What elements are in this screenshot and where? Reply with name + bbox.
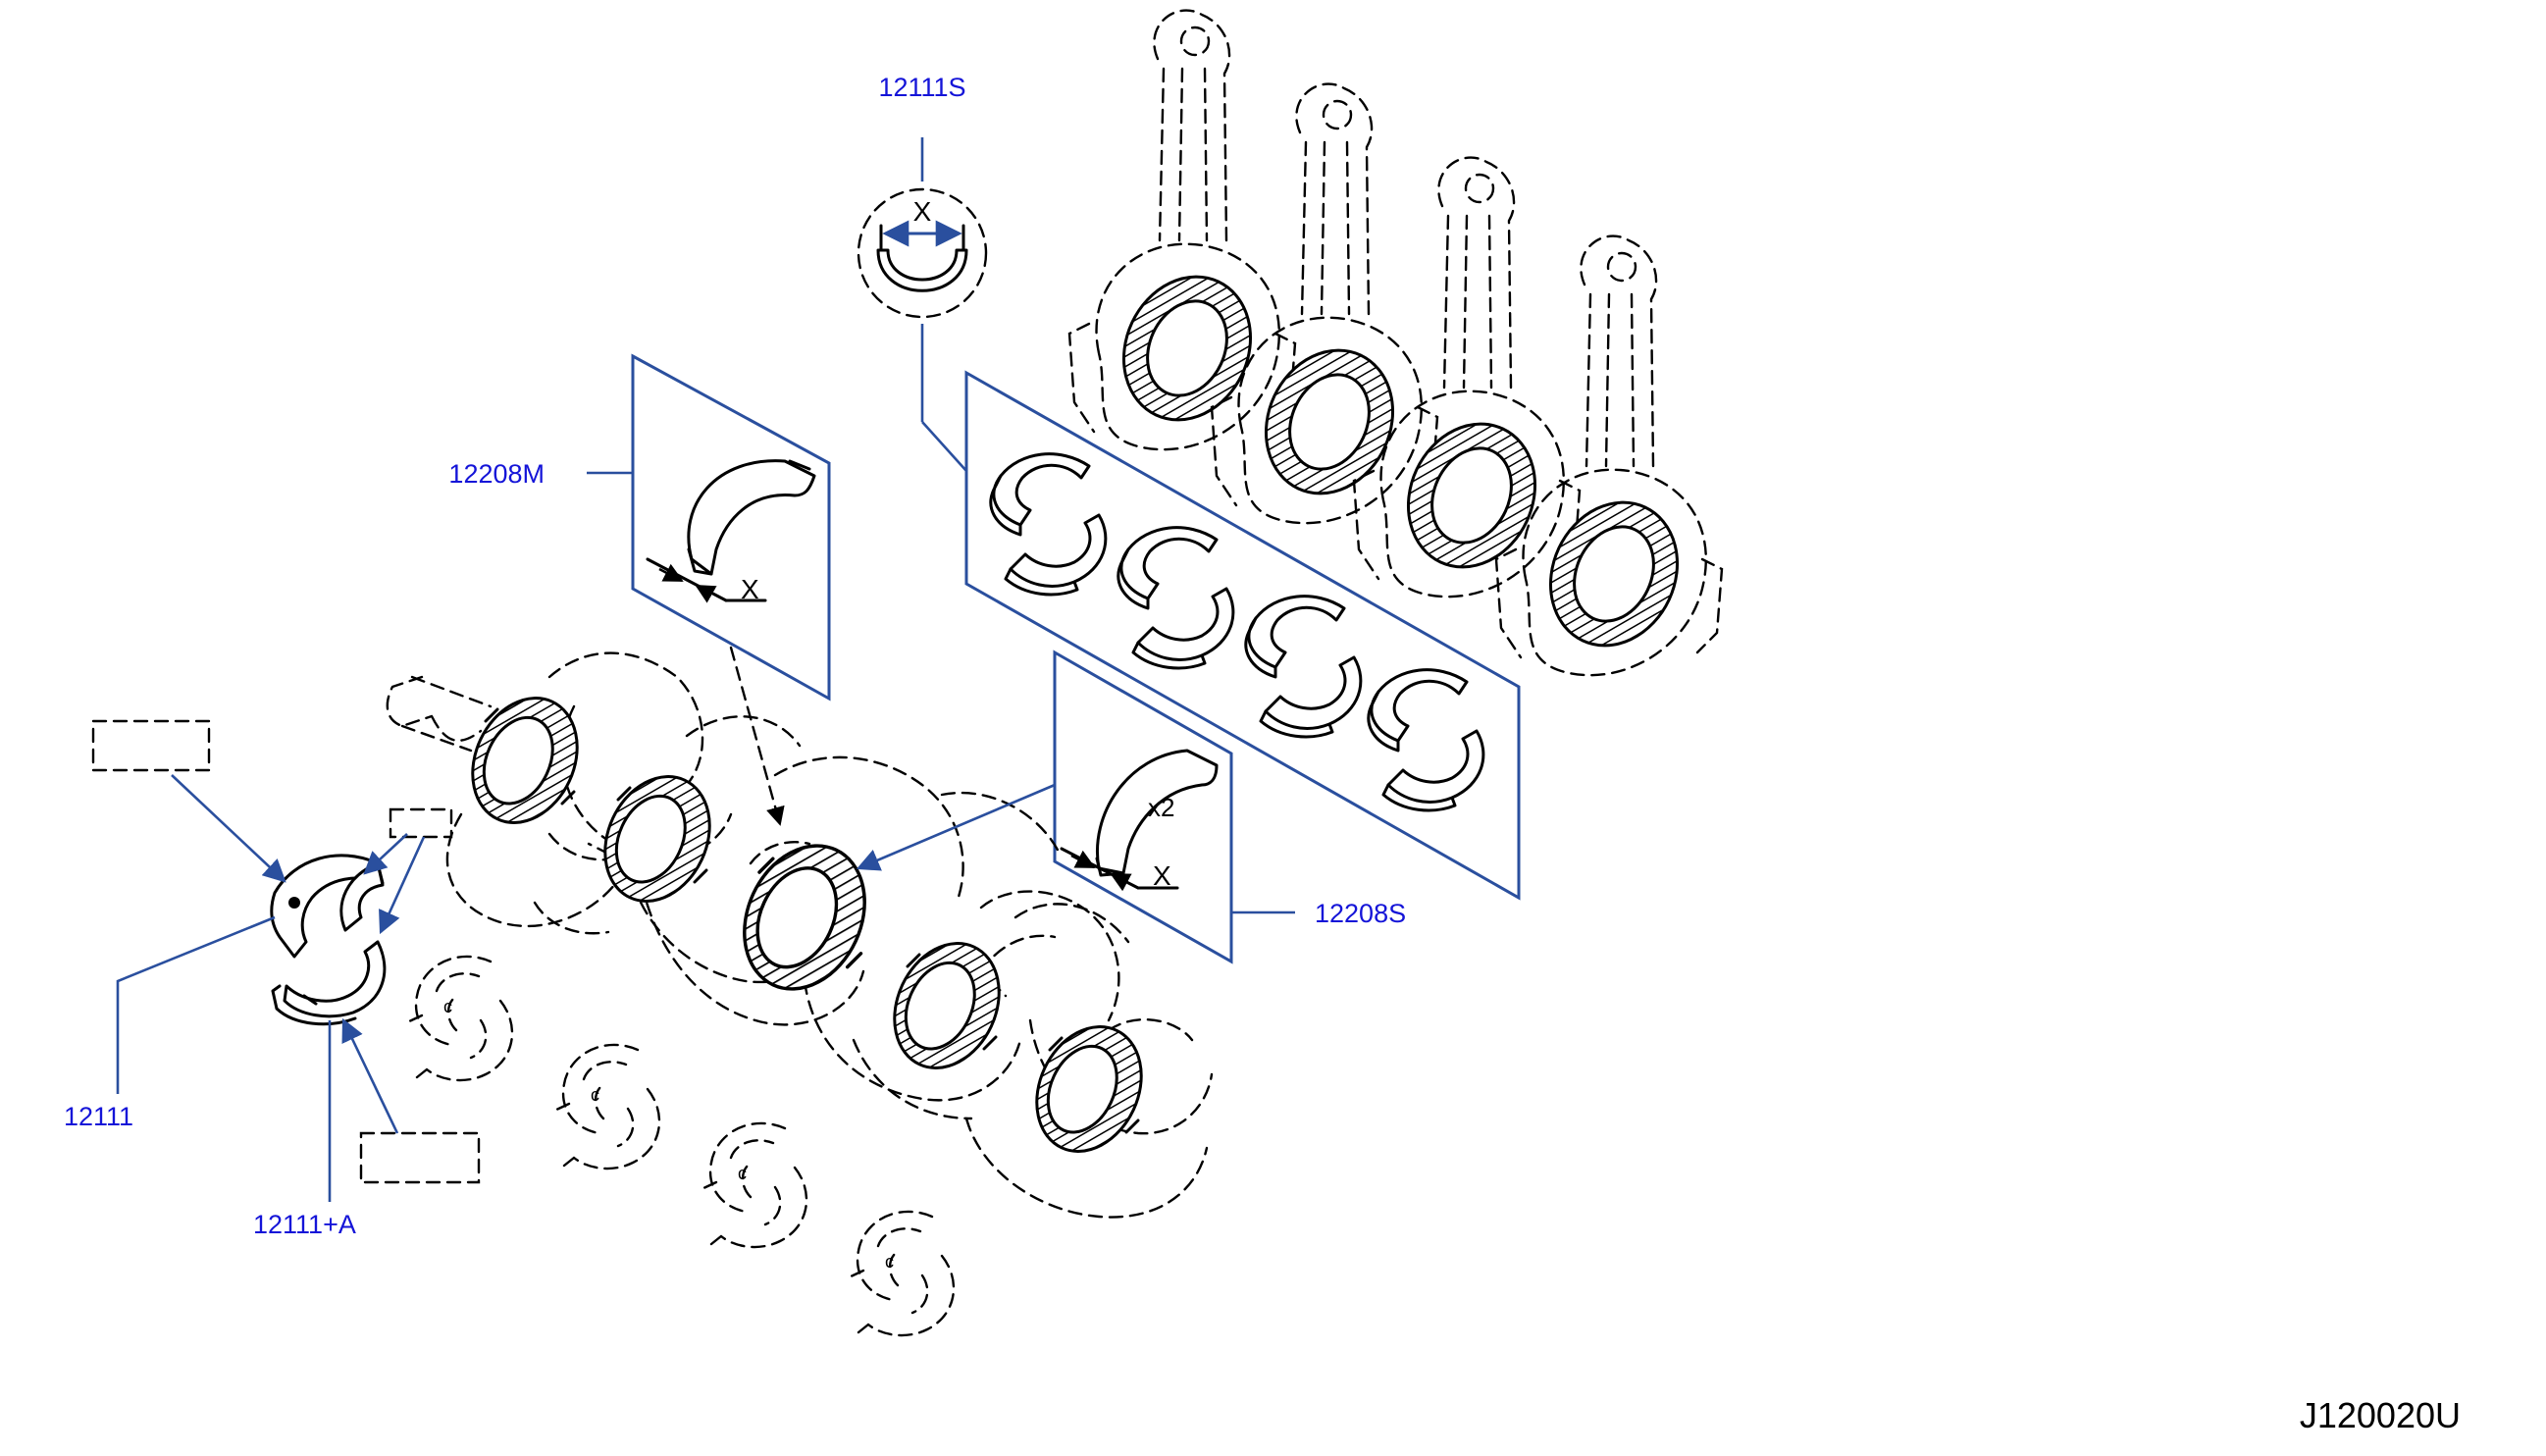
callout-12111-plus-a: 12111+A [253, 1210, 356, 1239]
main-bearing-ring-5 [1015, 1008, 1163, 1170]
ref-box-1 [91, 719, 211, 772]
leaders-12111 [116, 774, 426, 1202]
mark-x-mid: X [741, 574, 759, 604]
main-bearing-shell-12111 [270, 854, 387, 1026]
mark-qty-x2: x2 [1148, 793, 1174, 822]
panel-rod-bearings [964, 370, 1521, 901]
mark-x-right: X [1153, 860, 1171, 891]
connecting-rod-1 [1067, 9, 1297, 451]
main-bearing-ring-1 [451, 679, 598, 842]
thrust-arrow [856, 783, 1056, 871]
ref-box-2 [389, 807, 453, 839]
mark-x-top: X [913, 196, 932, 227]
panel-thrust-12208s: x2 X [1053, 650, 1295, 964]
lower-shell-4 [847, 1210, 956, 1337]
detail-circle-12111s: X [857, 137, 988, 472]
panel-thrust-12208m: X [587, 353, 831, 702]
connecting-rod-3 [1352, 156, 1582, 598]
figure-id: J120020U [2300, 1395, 2461, 1435]
ref-box-3 [359, 1131, 481, 1184]
lower-shell-2 [552, 1043, 661, 1170]
lower-shell-3 [700, 1121, 808, 1249]
main-bearing-ring-4 [873, 924, 1020, 1087]
callout-12208m: 12208M [448, 459, 545, 489]
callout-12111s: 12111S [878, 73, 965, 102]
connecting-rod-2 [1210, 82, 1439, 525]
lower-shell-1 [405, 955, 514, 1082]
callout-12208s: 12208S [1315, 899, 1406, 928]
thrust-dashed-arrow [729, 646, 785, 826]
callout-12111: 12111 [64, 1102, 133, 1131]
